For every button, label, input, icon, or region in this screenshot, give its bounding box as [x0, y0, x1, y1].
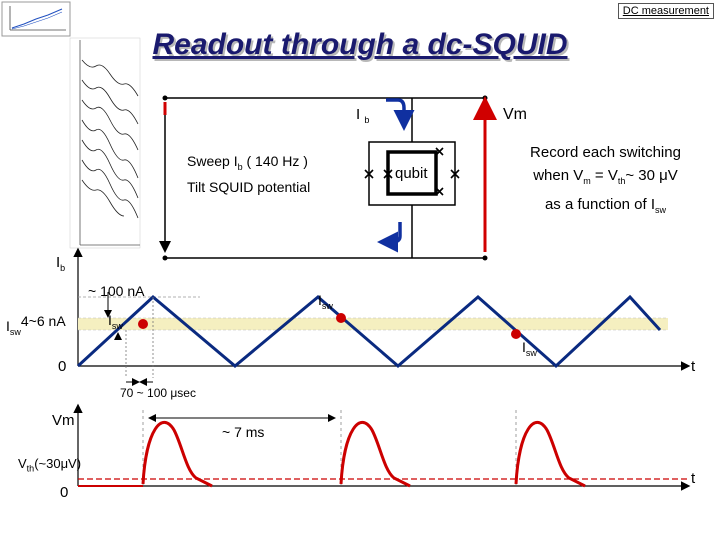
squid-circuit: [162, 95, 488, 261]
sweep-note: Sweep Ib ( 140 Hz ) Tilt SQUID potential: [187, 153, 311, 195]
corner-section-label: DC measurement: [617, 3, 714, 19]
isw-label-1: Isw: [108, 312, 123, 331]
isw-band: [78, 318, 668, 330]
slide-title: Readout through a dc-SQUID: [152, 28, 568, 61]
ib-axis-label: Ib: [56, 254, 66, 273]
vm-time-label: t: [691, 470, 696, 487]
vth-label: Vth(~30μV): [18, 456, 82, 474]
isw-label-3: Isw: [522, 339, 537, 358]
bias-in-arrow: [386, 98, 415, 131]
vm-zero-label: 0: [60, 484, 69, 501]
ib-zero-label: 0: [58, 358, 67, 375]
isw-range-label: Isw4~6 nA: [6, 313, 66, 337]
circuit-ib-label: I b: [356, 106, 370, 125]
ib-triangle-wave: [76, 294, 662, 369]
vm-axis-label: Vm: [52, 412, 75, 429]
ib-amplitude-label: ~ 100 nA: [88, 283, 145, 299]
ib-time-label: t: [691, 358, 696, 375]
ib-plot: [73, 247, 691, 386]
vm-plot: [73, 403, 691, 491]
switch-point-3: [511, 329, 521, 339]
period-label: ~ 7 ms: [222, 424, 265, 440]
delay-label: 70 ~ 100 μsec: [120, 386, 196, 400]
vm-pulse-1: [141, 420, 213, 488]
isw-label-2: Isw: [318, 292, 333, 311]
record-note: Record each switching when Vm = Vth~ 30 …: [530, 144, 681, 215]
vm-pulse-2: [339, 420, 411, 488]
vm-pulse-3: [514, 420, 586, 488]
switch-point-2: [336, 313, 346, 323]
thumbnail-squid-curves: [69, 37, 141, 249]
thumbnail-small-plot: [1, 1, 71, 37]
switch-point-1: [138, 319, 148, 329]
qubit-label: qubit: [395, 165, 428, 182]
circuit-vm-label: Vm: [503, 106, 527, 123]
bias-out-arrow: [377, 222, 402, 253]
